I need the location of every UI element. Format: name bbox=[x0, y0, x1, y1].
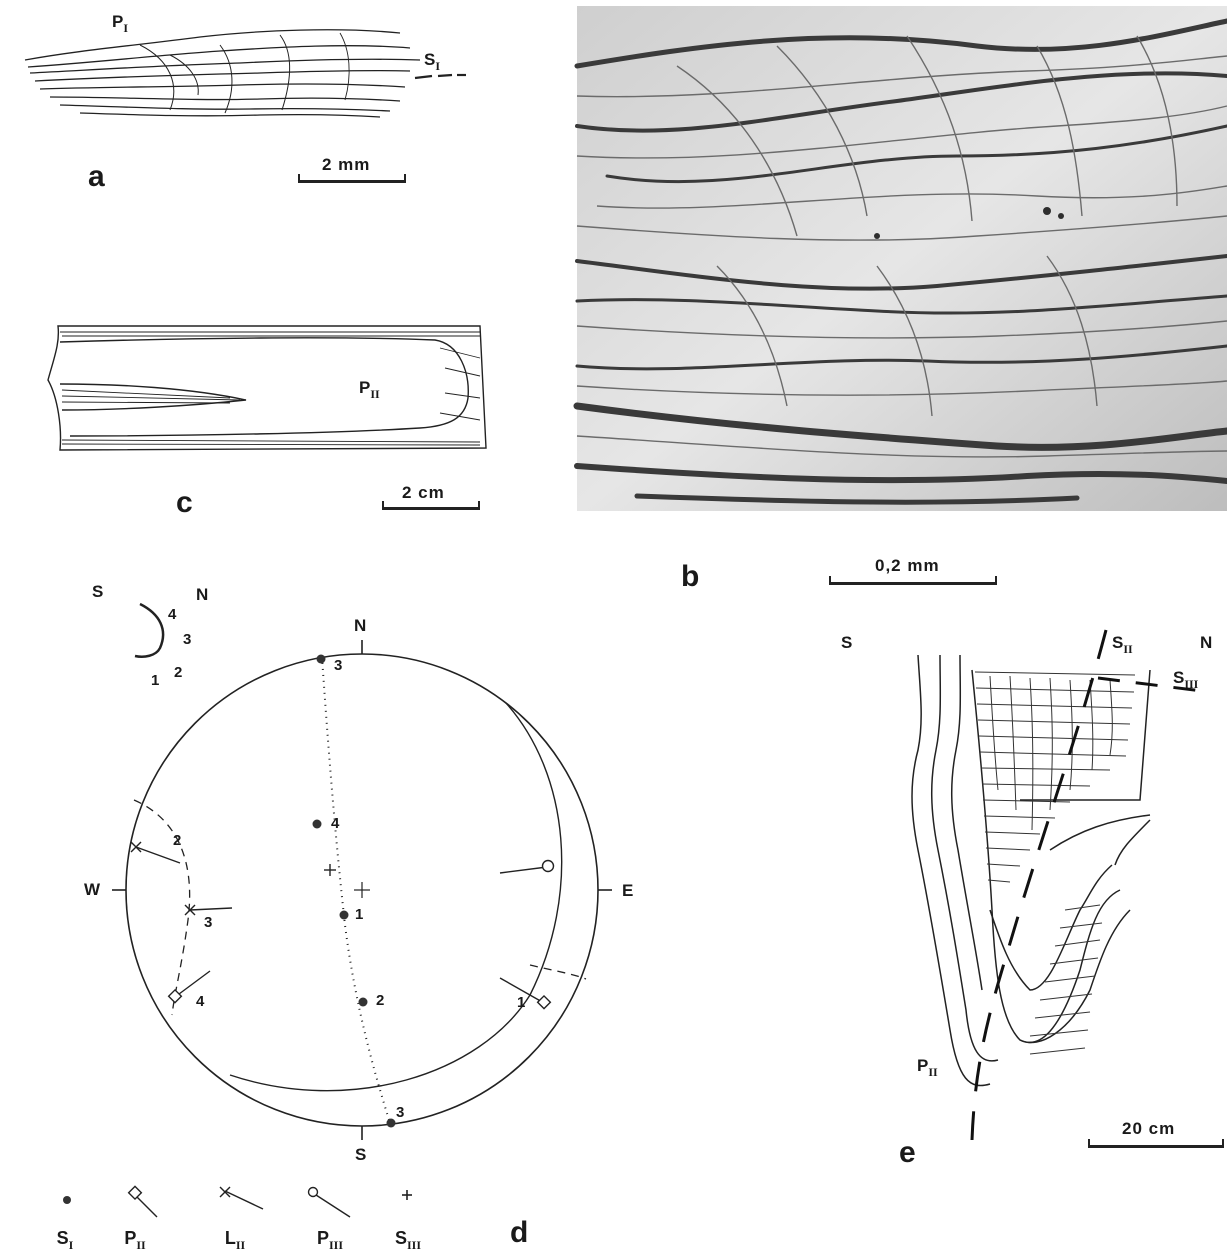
panel-b-scale-bar bbox=[829, 582, 997, 585]
panel-a-scale-bar bbox=[298, 180, 406, 183]
centre-cross bbox=[354, 882, 370, 898]
panel-e-scale-text: 20 cm bbox=[1122, 1119, 1175, 1139]
compass-north: N bbox=[354, 616, 366, 636]
fold-label-main: P bbox=[112, 12, 123, 31]
panel-a-cleavage-label: SI bbox=[424, 50, 440, 70]
panel-c-fold-label: PII bbox=[359, 378, 380, 398]
micrograph-photo bbox=[577, 6, 1227, 511]
diamond-line-icon bbox=[105, 1185, 165, 1225]
panel-e-fold-drawing bbox=[880, 610, 1200, 1170]
s1-point-label: 4 bbox=[331, 815, 339, 832]
p2-point-label: 4 bbox=[196, 993, 204, 1010]
inset-num-4: 4 bbox=[168, 606, 176, 623]
s1-pole-marker bbox=[340, 911, 349, 920]
legend-sub: III bbox=[329, 1238, 343, 1252]
l2-lineation-marker bbox=[190, 908, 232, 910]
legend-item-s1: SI bbox=[35, 1185, 95, 1249]
legend-label: P bbox=[124, 1228, 136, 1248]
panel-e-south: S bbox=[841, 633, 852, 653]
circle-line-icon bbox=[300, 1185, 360, 1225]
s3-label-main: S bbox=[1173, 668, 1184, 687]
s1-point-label: 3 bbox=[334, 657, 342, 674]
legend-label: S bbox=[57, 1228, 69, 1248]
cleavage-label-sub: I bbox=[435, 59, 440, 73]
s2-label-main: S bbox=[1112, 633, 1123, 652]
legend-sub: I bbox=[69, 1238, 74, 1252]
panel-d-letter: d bbox=[510, 1216, 528, 1250]
s1-pole-marker bbox=[317, 655, 326, 664]
great-circle-plane bbox=[230, 703, 562, 1091]
fold-label-sub: II bbox=[370, 387, 379, 401]
legend-item-p3: PIII bbox=[300, 1185, 360, 1249]
s1-point-label: 3 bbox=[396, 1104, 404, 1121]
l2-lineation-marker bbox=[136, 847, 180, 863]
panel-b-letter: b bbox=[681, 560, 699, 594]
panel-b-scale-text: 0,2 mm bbox=[875, 556, 940, 576]
s1-pole-marker bbox=[359, 998, 368, 1007]
p2-label-main: P bbox=[917, 1056, 928, 1075]
panel-c-fold-drawing bbox=[40, 318, 500, 458]
l2-point-label: 3 bbox=[204, 914, 212, 931]
legend-sub: II bbox=[136, 1238, 145, 1252]
panel-e-north: N bbox=[1200, 633, 1212, 653]
panel-e-scale-bar bbox=[1088, 1145, 1224, 1148]
p2-label-sub: II bbox=[928, 1065, 937, 1079]
compass-west: W bbox=[84, 880, 100, 900]
compass-east: E bbox=[622, 881, 633, 901]
s3-label-sub: III bbox=[1184, 677, 1198, 691]
panel-a-fold-drawing bbox=[20, 15, 480, 125]
cleavage-label-main: S bbox=[424, 50, 435, 69]
panel-e-s2-label: SII bbox=[1112, 633, 1133, 653]
s1-pole-marker bbox=[313, 820, 322, 829]
stereonet bbox=[100, 635, 620, 1135]
plus-icon bbox=[378, 1185, 438, 1225]
p2-axis-marker bbox=[175, 971, 210, 997]
legend-sub: II bbox=[236, 1238, 245, 1252]
panel-e-p2-label: PII bbox=[917, 1056, 938, 1076]
compass-south: S bbox=[355, 1145, 366, 1165]
legend-label: P bbox=[317, 1228, 329, 1248]
panel-e-s3-label: SIII bbox=[1173, 668, 1198, 688]
inset-label-south: S bbox=[92, 582, 103, 602]
p2-point-label: 1 bbox=[517, 994, 525, 1011]
panel-c-scale-text: 2 cm bbox=[402, 483, 445, 503]
inset-label-north: N bbox=[196, 585, 208, 605]
legend-label: L bbox=[225, 1228, 236, 1248]
p3-axis-marker bbox=[500, 867, 547, 873]
dot-icon bbox=[35, 1185, 95, 1225]
l2-point-label: 2 bbox=[173, 832, 181, 849]
s1-point-label: 2 bbox=[376, 992, 384, 1009]
panel-a-fold-label: PI bbox=[112, 12, 128, 32]
s2-label-sub: II bbox=[1123, 642, 1132, 656]
legend-item-l2: LII bbox=[205, 1185, 265, 1249]
panel-c-scale-bar bbox=[382, 507, 480, 510]
cross-line-icon bbox=[205, 1185, 265, 1225]
panel-a-scale-text: 2 mm bbox=[322, 155, 370, 175]
panel-a-letter: a bbox=[88, 160, 105, 194]
fold-label-sub: I bbox=[123, 21, 128, 35]
s3-pole-marker bbox=[324, 864, 336, 876]
legend-item-s3: SIII bbox=[378, 1185, 438, 1249]
s1-pole-marker bbox=[387, 1119, 396, 1128]
fold-label-main: P bbox=[359, 378, 370, 397]
panel-c-letter: c bbox=[176, 486, 193, 520]
panel-e-letter: e bbox=[899, 1136, 916, 1170]
legend-item-p2: PII bbox=[105, 1185, 165, 1249]
legend-sub: III bbox=[407, 1238, 421, 1252]
p3-axis-marker bbox=[543, 861, 554, 872]
legend-label: S bbox=[395, 1228, 407, 1248]
s1-point-label: 1 bbox=[355, 906, 363, 923]
